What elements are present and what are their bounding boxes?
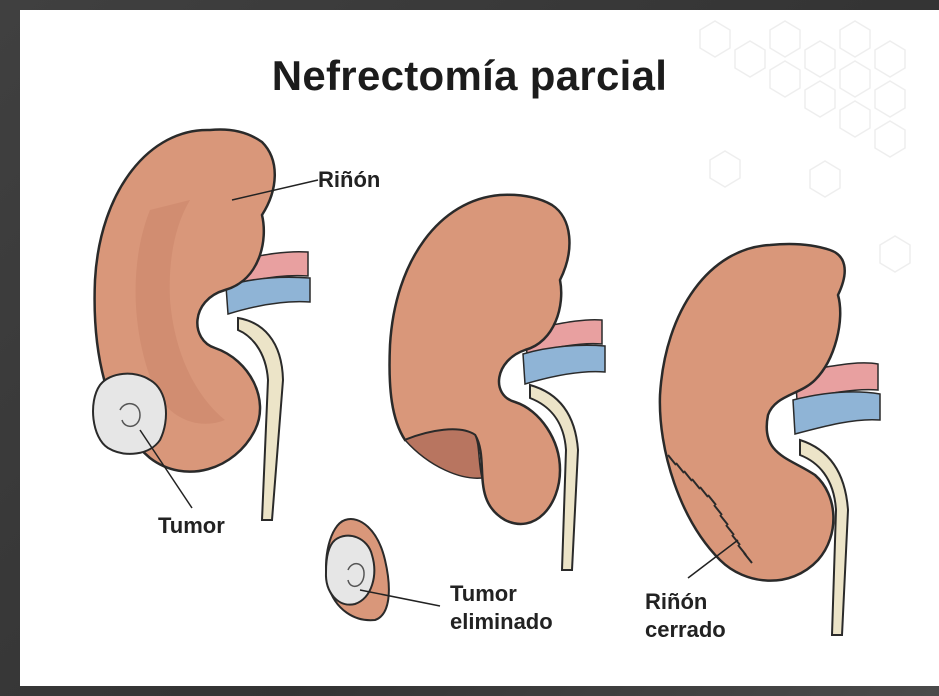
tumor-1 xyxy=(93,374,166,454)
label-kidney-closed: Riñón cerrado xyxy=(645,588,726,643)
cut-surface xyxy=(405,430,482,479)
label-tumor-removed: Tumor eliminado xyxy=(450,580,553,635)
kidney-closed xyxy=(660,244,880,635)
label-tumor-removed-line2: eliminado xyxy=(450,608,553,636)
page-title: Nefrectomía parcial xyxy=(0,52,939,100)
label-tumor: Tumor xyxy=(158,512,225,540)
vein-3 xyxy=(793,392,880,434)
label-kidney: Riñón xyxy=(318,166,380,194)
kidney-tumor-removed xyxy=(326,195,605,620)
label-kidney-closed-line1: Riñón xyxy=(645,588,726,616)
label-tumor-removed-line1: Tumor xyxy=(450,580,553,608)
kidney-with-tumor xyxy=(93,130,318,521)
removed-tumor xyxy=(326,536,374,605)
label-kidney-closed-line2: cerrado xyxy=(645,616,726,644)
vein-2 xyxy=(523,345,605,384)
